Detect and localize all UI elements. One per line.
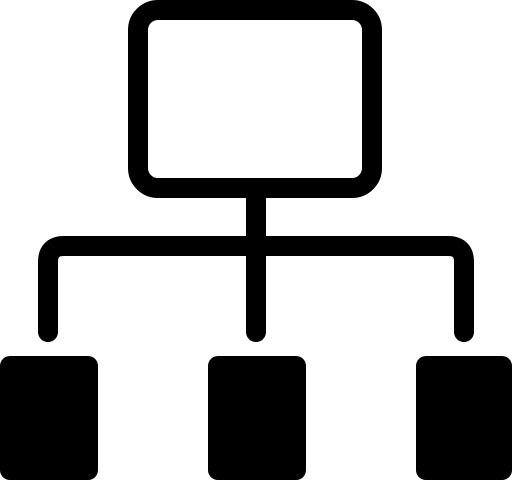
parent-node-box (128, 0, 382, 198)
child-node-box-left (0, 356, 98, 480)
child-node-box-center (208, 356, 306, 480)
child-node-box-right (416, 356, 512, 480)
